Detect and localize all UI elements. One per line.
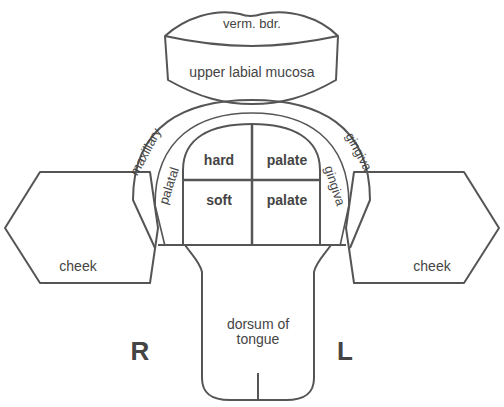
palate-label: hard (204, 153, 234, 168)
side-label: L (337, 338, 353, 365)
vermilion-label: verm. bdr. (223, 17, 281, 31)
labial-mucosa-band (165, 36, 338, 104)
cheek-label: cheek (413, 259, 450, 274)
tongue-label: dorsum of tongue (223, 317, 293, 346)
tongue-outline (185, 245, 331, 400)
cheek-label: cheek (59, 259, 96, 274)
vermilion-border (165, 12, 338, 46)
gingiva-outer (133, 100, 370, 248)
mucosa-label: upper labial mucosa (189, 65, 314, 80)
palate-label: palate (267, 153, 307, 168)
palate-label: palate (267, 193, 307, 208)
gingiva-label: gingiva (343, 131, 374, 174)
palate-outline (183, 124, 320, 245)
side-label: R (131, 338, 150, 365)
palate-midline (251, 124, 254, 245)
palate-label: soft (206, 193, 232, 208)
tongue-midline (257, 373, 259, 400)
gingiva-label: palatal (157, 166, 182, 207)
cheek-right-patient (5, 172, 158, 283)
cheek-left-patient (346, 172, 499, 283)
gingiva-label: maxillary (128, 126, 164, 178)
gingiva-middle (155, 113, 349, 246)
